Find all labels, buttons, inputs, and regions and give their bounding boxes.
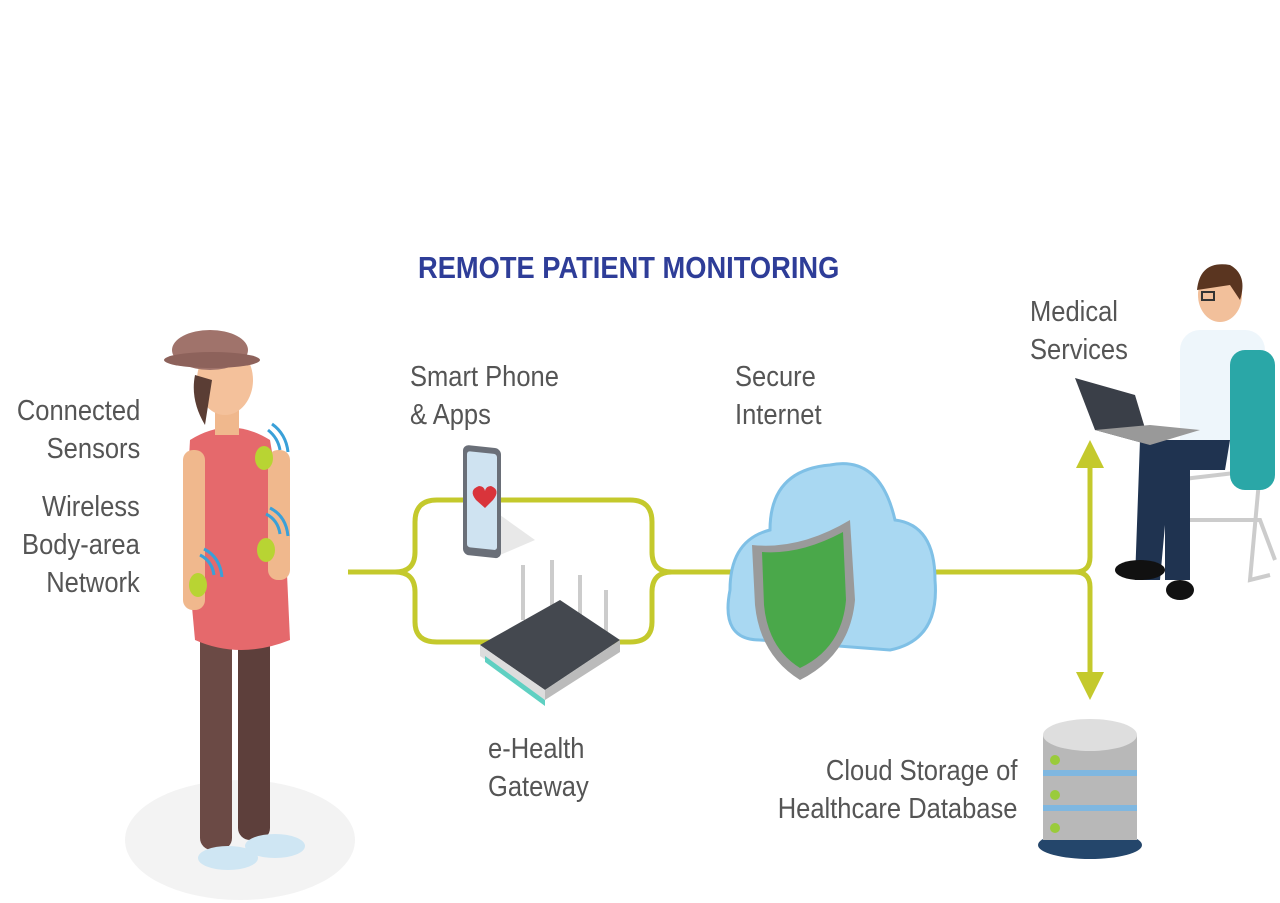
label-cloud-storage: Cloud Storage of Healthcare Database [777,752,1017,828]
label-line: Services [1030,334,1128,366]
label-connected-sensors: Connected Sensors [17,392,140,468]
secure-cloud-icon [726,462,937,680]
label-secure-internet: Secure Internet [735,358,822,434]
label-line: Body-area [22,529,140,561]
arrow-down-icon [1076,672,1104,700]
label-gateway: e-Health Gateway [488,730,589,806]
label-wireless-ban: Wireless Body-area Network [22,488,140,602]
label-line: Secure [735,361,816,393]
label-line: Sensors [46,433,140,465]
database-server-icon [1038,719,1142,859]
label-line: e-Health [488,733,585,765]
label-line: Medical [1030,296,1118,328]
label-line: Healthcare Database [777,793,1017,825]
connector-lines [348,460,1093,680]
diagram-title: REMOTE PATIENT MONITORING [418,250,840,285]
label-line: Cloud Storage of [825,755,1017,787]
label-line: Smart Phone [410,361,559,393]
label-line: Network [46,567,140,599]
label-line: Gateway [488,771,589,803]
patient-figure [125,330,355,900]
label-medical-services: Medical Services [1030,293,1128,369]
label-line: Wireless [42,491,140,523]
label-smart-phone: Smart Phone & Apps [410,358,559,434]
smart-phone-icon [463,445,535,559]
arrow-up-icon [1076,440,1104,468]
doctor-figure [1075,264,1277,600]
wireless-signal-icon [199,422,290,578]
label-line: Internet [735,399,822,431]
gateway-router-icon [480,560,620,706]
label-line: Connected [16,395,140,427]
label-line: & Apps [410,399,491,431]
